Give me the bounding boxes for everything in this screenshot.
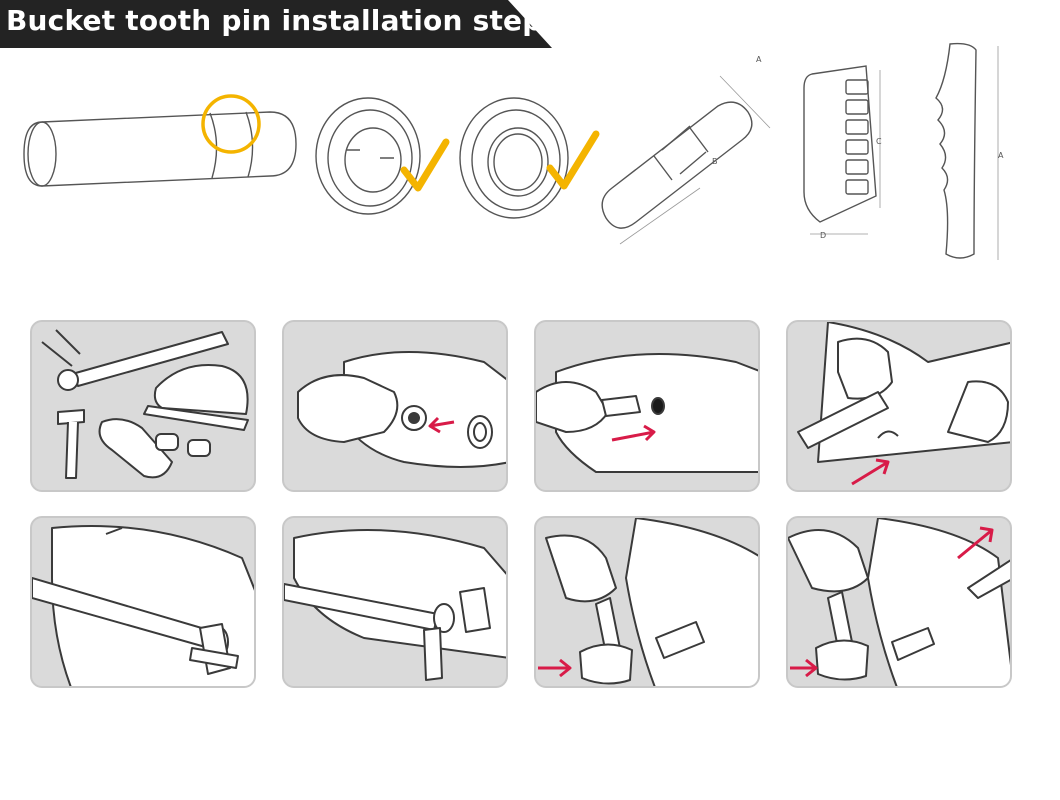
retainer-ring-open-illustration [315,97,421,215]
bucket-tooth-side-illustration [935,29,999,260]
title-banner-shape [0,0,552,48]
direction-arrow-icon [611,424,656,442]
hammer-pin-icon [538,518,758,686]
check-mark-icon [400,138,450,192]
tooth-depth-label: D [820,231,826,240]
components-row: A B C D B A [0,19,1060,280]
step-panel-3 [534,320,760,492]
direction-arrow-icon [790,658,818,678]
components-svg: A B C D B A [23,19,1004,260]
retainer-ring-closed-illustration [459,97,569,219]
step-panel-5 [30,516,256,688]
insert-pin-icon [284,529,506,681]
pin-diameter-label: B [712,157,718,166]
direction-arrow-icon [851,458,890,486]
pin-dimension-illustration [601,75,771,245]
step-panel-2 [282,320,508,492]
pin-length-label: A [756,55,762,64]
step-panel-8 [786,516,1012,688]
direction-arrow-icon [428,416,455,434]
direction-arrow-icon [538,658,572,678]
bucket-tooth-front-illustration [803,65,881,235]
insert-tooth-icon [536,353,758,473]
align-tooth-icon [797,322,1010,486]
tools-and-safety-gear-icon [41,329,249,479]
tooth-height-label: C [876,137,882,146]
direction-arrow-icon [957,526,994,560]
step-panel-6 [282,516,508,688]
position-pin-icon [32,525,254,686]
page-title: Bucket tooth pin installation steps [6,4,560,37]
step-panel-4 [786,320,1012,492]
drive-pin-through-icon [788,518,1010,686]
step-panel-7 [534,516,760,688]
title-banner: Bucket tooth pin installation steps [0,0,559,48]
step-panel-1 [30,320,256,492]
check-mark-icon [546,130,600,190]
insert-retainer-icon [297,351,506,468]
pin-with-ring-illustration [23,94,297,187]
side-height-label: A [998,151,1004,160]
